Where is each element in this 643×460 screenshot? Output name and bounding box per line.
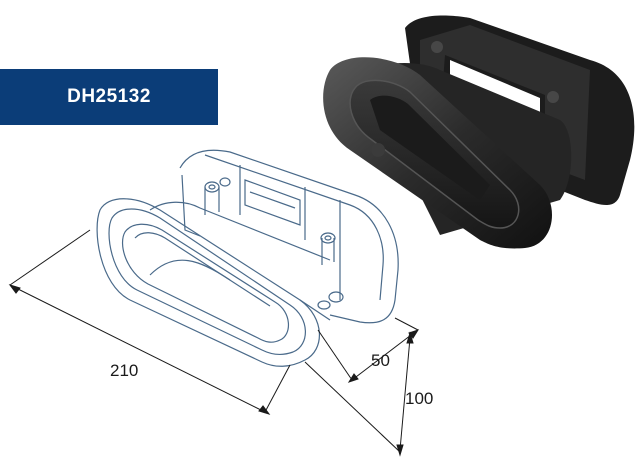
product-photo (323, 15, 635, 249)
dim-line-length (13, 286, 266, 413)
product-code: DH25132 (67, 86, 151, 107)
dim-label-height: 100 (405, 389, 433, 408)
product-code-banner: DH25132 (0, 69, 218, 125)
dim-line-height (399, 337, 411, 451)
line-drawing (96, 149, 399, 367)
dim-label-length: 210 (110, 361, 138, 380)
dim-label-depth: 50 (371, 351, 390, 370)
dimension-lines (8, 229, 420, 457)
dim-line-depth (351, 331, 416, 381)
